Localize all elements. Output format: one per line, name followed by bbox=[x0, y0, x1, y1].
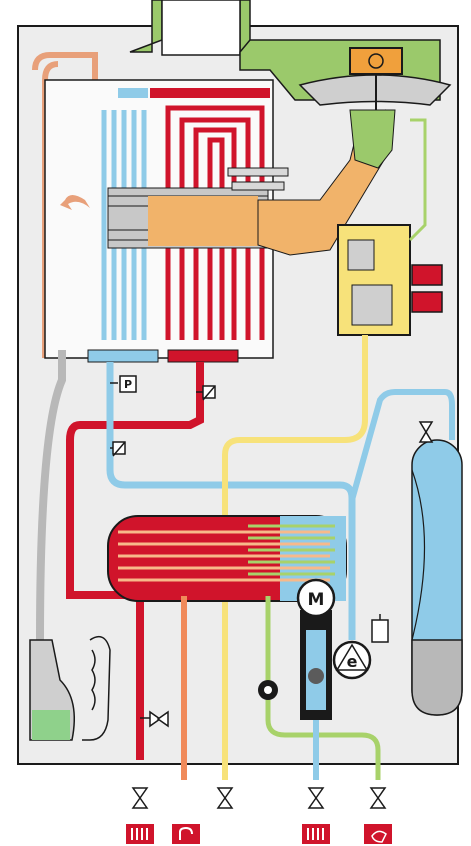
ignition-electrodes bbox=[227, 167, 289, 191]
valve-flow bbox=[131, 787, 149, 809]
flue-gas-arrow bbox=[60, 195, 90, 210]
radiator-flow-icon bbox=[126, 824, 154, 844]
fan-motor bbox=[296, 578, 336, 618]
valve-cold bbox=[369, 787, 387, 809]
return-manifold bbox=[87, 349, 159, 363]
condensate-pipe bbox=[36, 350, 66, 641]
flow-manifold bbox=[167, 349, 239, 363]
valve-return bbox=[307, 787, 325, 809]
return-temp-sensor bbox=[110, 441, 126, 457]
flue-outlet bbox=[129, 0, 268, 56]
fan-motor-housing bbox=[349, 47, 403, 75]
venturi bbox=[349, 109, 396, 169]
expansion-vessel bbox=[411, 421, 463, 716]
gas-valve bbox=[337, 118, 443, 336]
condensate-trap bbox=[29, 635, 111, 741]
heating-flow-pipe bbox=[66, 362, 204, 760]
pump-label: e bbox=[347, 652, 358, 671]
pressure-sensor-label: P bbox=[124, 378, 132, 391]
valve-gas bbox=[216, 787, 234, 809]
circulation-pump: e bbox=[332, 640, 372, 680]
valve-coil-1 bbox=[411, 264, 443, 286]
fan-motor-label: M bbox=[308, 590, 325, 610]
flow-sensor bbox=[258, 680, 278, 700]
cold-inlet-pipe bbox=[265, 596, 381, 780]
hot-water-outlet-icon bbox=[172, 824, 200, 844]
plate-heat-exchanger bbox=[107, 515, 347, 602]
fan-assembly bbox=[298, 47, 452, 110]
burner bbox=[107, 187, 269, 249]
diverter-valve: M bbox=[296, 578, 336, 720]
connection-icons bbox=[126, 824, 392, 844]
isolation-valves bbox=[131, 787, 387, 809]
cold-water-inlet-icon bbox=[364, 824, 392, 844]
air-vent bbox=[371, 614, 389, 643]
flow-temp-sensor bbox=[196, 385, 216, 401]
radiator-return-icon bbox=[302, 824, 330, 844]
valve-coil-2 bbox=[411, 291, 443, 313]
expansion-branch bbox=[349, 389, 455, 501]
safety-valve bbox=[140, 710, 169, 728]
gas-supply-pipe bbox=[222, 335, 368, 780]
pressure-sensor: P bbox=[110, 375, 137, 393]
